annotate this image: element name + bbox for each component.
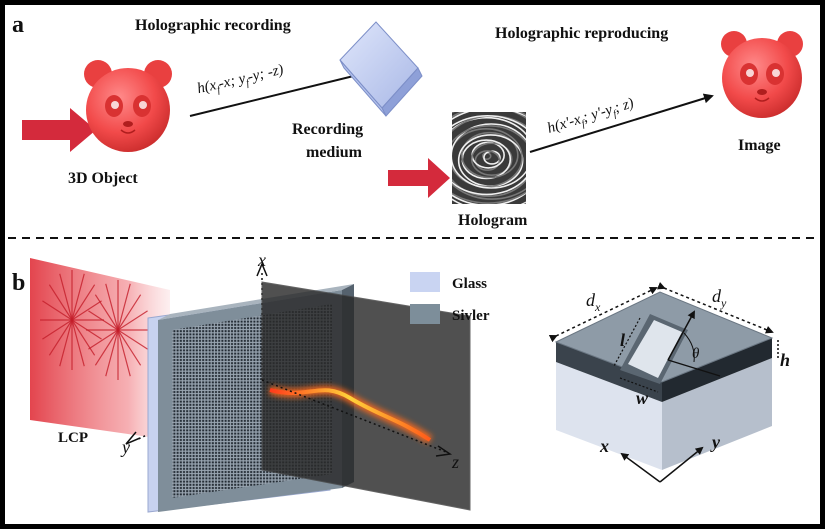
panel-a: a Holographic recording Holographic repr… [12,12,803,229]
illumination-arrow-icon [388,158,450,198]
medium-label-2: medium [306,144,363,161]
input-arrow-icon [22,108,96,152]
legend-swatch-glass [410,272,440,292]
recording-arrow [189,69,372,117]
image-label: Image [738,137,781,154]
cell-axis-x-label: x [599,436,609,456]
dim-l-label: l [620,330,625,350]
legend-label-glass: Glass [452,276,487,292]
panda-object-icon [84,60,172,152]
legend: Glass Sivler [410,272,490,324]
object-label: 3D Object [68,170,138,187]
reproducing-title: Holographic reproducing [495,25,668,42]
panel-b: b x [12,250,790,513]
unit-cell: dx dy h l w θ x y [548,282,790,483]
dim-w-label: w [636,388,649,408]
theta-label: θ [692,346,700,362]
legend-label-silver: Sivler [452,308,490,324]
panda-image-icon [721,31,803,118]
cell-axis-y-label: y [710,432,721,452]
recording-title: Holographic recording [135,17,291,34]
recording-equation: h(xf-x; yf-y; -z) [196,62,286,100]
axis-x-label: x [257,250,266,270]
panel-a-letter: a [12,12,24,38]
dim-h-label: h [780,350,790,370]
hologram-icon [452,112,526,204]
dim-dx-label: dx [586,290,601,314]
panel-b-letter: b [12,270,25,296]
reproducing-arrow [529,93,714,153]
svg-text:h(xf-x; yf-y; -z): h(xf-x; yf-y; -z) [196,62,286,100]
axis-z-label: z [451,452,459,472]
projection-screen [261,281,471,511]
medium-label-1: Recording [292,121,363,138]
lcp-label: LCP [58,430,88,446]
lcp-beam [30,258,170,440]
propagating-wave [268,385,433,444]
axis-y-label: y [120,437,130,457]
hologram-label: Hologram [458,212,528,229]
recording-medium-icon [339,21,423,117]
legend-swatch-silver [410,304,440,324]
dim-dy-label: dy [712,286,727,310]
